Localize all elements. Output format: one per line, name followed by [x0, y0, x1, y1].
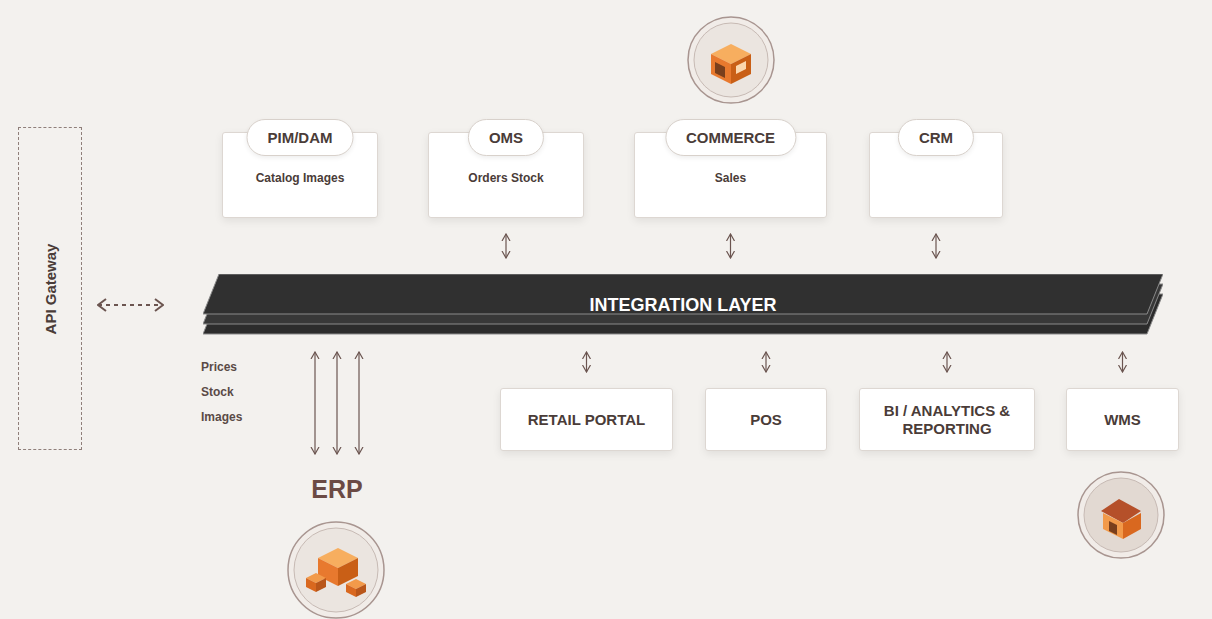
system-box: OMSOrders Stock: [428, 132, 584, 218]
system-box: CRM: [869, 132, 1003, 218]
box-heading: OMS: [468, 119, 544, 156]
box-label: ERP: [311, 475, 362, 504]
system-box: PIM/DAMCatalog Images: [222, 132, 378, 218]
dashed-connector: [98, 304, 163, 306]
warehouse-icon: [288, 522, 384, 618]
box-heading: CRM: [898, 119, 974, 156]
box-label: API Gateway: [42, 243, 59, 334]
system-box: POS: [705, 388, 827, 451]
box-body: Sales: [635, 171, 826, 185]
box-label: POS: [750, 411, 782, 429]
gateway-box: API Gateway: [18, 127, 82, 450]
connector-arrow: [505, 234, 506, 258]
connector-arrow: [765, 352, 766, 372]
integration-band: INTEGRATION LAYER: [203, 274, 1163, 336]
store-icon: [688, 17, 774, 103]
flow-label: Stock: [199, 385, 236, 399]
connector-arrow: [1122, 352, 1123, 372]
box-heading: PIM/DAM: [247, 119, 354, 156]
flow-label: Prices: [199, 360, 239, 374]
box-label: RETAIL PORTAL: [528, 411, 646, 429]
connector-arrow: [935, 234, 936, 258]
connector-arrow: [586, 352, 587, 372]
connector-arrow: [358, 352, 359, 454]
connector-arrow: [730, 234, 731, 258]
box-label: BI / ANALYTICS & REPORTING: [870, 402, 1024, 438]
shop-icon: [1078, 472, 1164, 558]
system-box: COMMERCESales: [634, 132, 827, 218]
system-box: WMS: [1066, 388, 1179, 451]
connector-arrow: [336, 352, 337, 454]
erp-label-node: ERP: [297, 470, 377, 508]
box-label: WMS: [1104, 411, 1141, 429]
box-heading: COMMERCE: [665, 119, 796, 156]
connector-arrow: [946, 352, 947, 372]
box-body: Orders Stock: [429, 171, 583, 185]
connector-arrow: [314, 352, 315, 454]
flow-label: Images: [199, 410, 244, 424]
box-body: Catalog Images: [223, 171, 377, 185]
system-box: BI / ANALYTICS & REPORTING: [859, 388, 1035, 451]
box-label: INTEGRATION LAYER: [203, 295, 1163, 316]
system-box: RETAIL PORTAL: [500, 388, 673, 451]
